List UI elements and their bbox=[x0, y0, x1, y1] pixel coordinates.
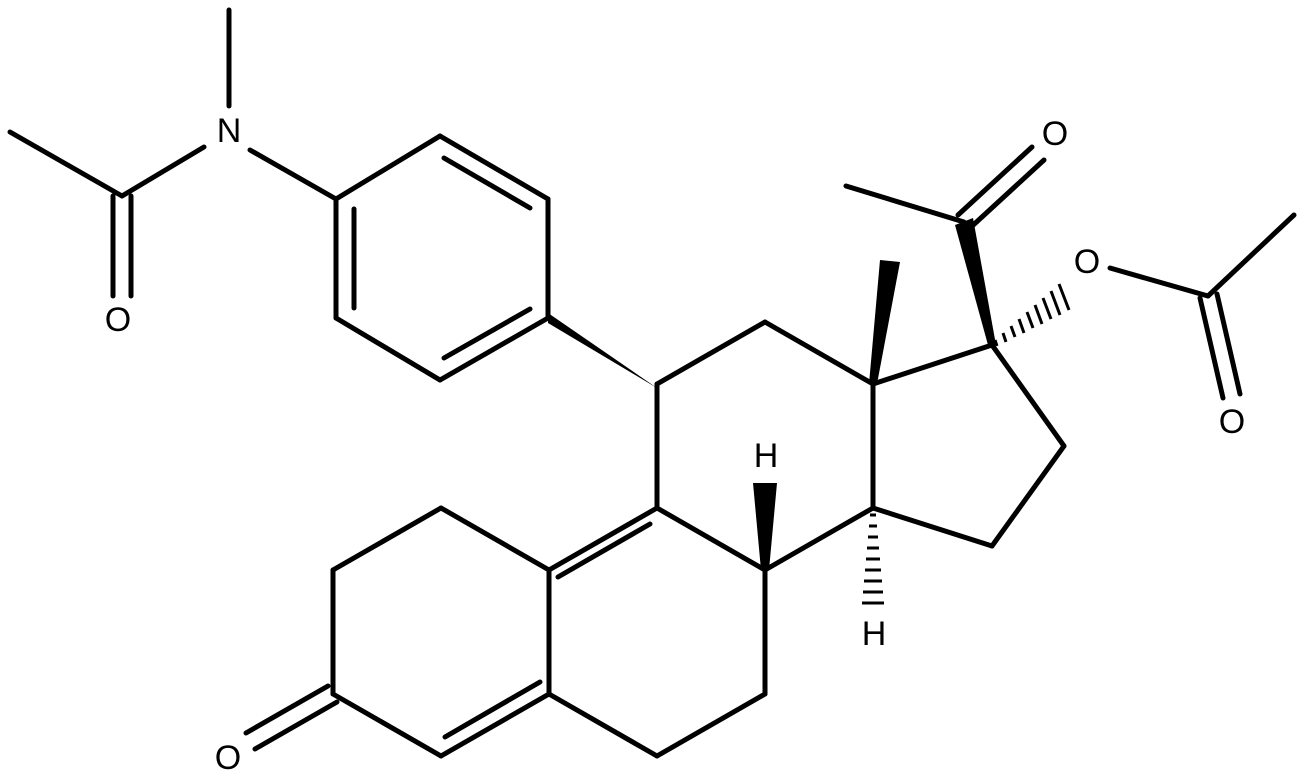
bond-c14-c8 bbox=[762, 505, 876, 573]
n-methylacetamide-group bbox=[7, 7, 339, 299]
bond-acetyl-methyl bbox=[7, 129, 125, 199]
aryl-bond-2-inner bbox=[441, 155, 533, 211]
bond-c12-c13 bbox=[762, 319, 876, 387]
aryl-bond-2 bbox=[437, 133, 551, 202]
bond-o-ester-carbonyl-c bbox=[1107, 265, 1211, 299]
acetate-ester-group bbox=[1107, 212, 1297, 401]
benzene-ring bbox=[333, 133, 551, 383]
aryl-bond-4 bbox=[437, 315, 551, 383]
bond-c9-c10-double bbox=[555, 521, 653, 580]
atom-label-o-enone: O bbox=[215, 739, 241, 777]
bond-acetyl-c-o-1 bbox=[955, 144, 1035, 218]
bond-c10-c1 bbox=[438, 505, 552, 573]
bond-c13-c17 bbox=[870, 342, 995, 387]
bond-c3-o-2 bbox=[252, 699, 340, 752]
bond-c3-o-1 bbox=[243, 683, 331, 736]
atom-label-o-ester-carbonyl: O bbox=[1219, 403, 1245, 441]
hashed-bond-c14-h bbox=[862, 513, 884, 605]
atom-label-o-amide: O bbox=[105, 301, 131, 339]
wedge-bond-c8-h bbox=[753, 483, 777, 570]
bond-c4-c5-double bbox=[442, 679, 543, 740]
bond-c11-c12 bbox=[654, 319, 768, 387]
bond-ester-carbonyl-methyl bbox=[1205, 212, 1297, 299]
atom-label-h-c8: H bbox=[754, 437, 779, 475]
atom-label-h-c14: H bbox=[862, 615, 887, 653]
bond-c15-c14 bbox=[870, 505, 995, 549]
bond-acetyl-methyl-c17 bbox=[843, 183, 967, 225]
bond-c17-c16 bbox=[989, 342, 1067, 449]
bond-ester-c-o-1 bbox=[1197, 295, 1226, 401]
bond-acetyl-c-o-2 bbox=[967, 157, 1047, 231]
aryl-bond-5 bbox=[333, 315, 443, 383]
wedge-bond-c11-aryl bbox=[548, 313, 657, 388]
wedge-bond-c13-methyl bbox=[869, 260, 900, 384]
bond-c5-c6 bbox=[546, 691, 660, 759]
wedge-bond-c17-acetyl bbox=[955, 218, 996, 345]
aryl-bond-1 bbox=[333, 133, 443, 202]
aryl-bond-4-inner bbox=[441, 306, 533, 361]
bond-c3-c4 bbox=[330, 691, 444, 759]
bond-c4-c5 bbox=[438, 691, 552, 759]
hashed-bond-c17-oester bbox=[993, 283, 1071, 347]
bond-n-aryl bbox=[247, 147, 339, 202]
bond-amide-c-n bbox=[119, 144, 207, 199]
bond-c16-c15 bbox=[989, 443, 1067, 549]
acetyl-group-c17 bbox=[843, 144, 1047, 231]
atom-label-o-ester: O bbox=[1074, 243, 1100, 281]
atom-label-o-ketone-acetyl: O bbox=[1042, 115, 1068, 153]
atom-label-n-amide: N bbox=[217, 112, 242, 150]
bond-c1-c2 bbox=[330, 505, 444, 573]
bond-c6-c7 bbox=[654, 691, 768, 759]
bond-ester-c-o-2 bbox=[1214, 291, 1243, 397]
bond-c9-c10 bbox=[546, 505, 660, 573]
bond-c8-c9 bbox=[654, 505, 768, 573]
steroid-core bbox=[243, 319, 1067, 759]
